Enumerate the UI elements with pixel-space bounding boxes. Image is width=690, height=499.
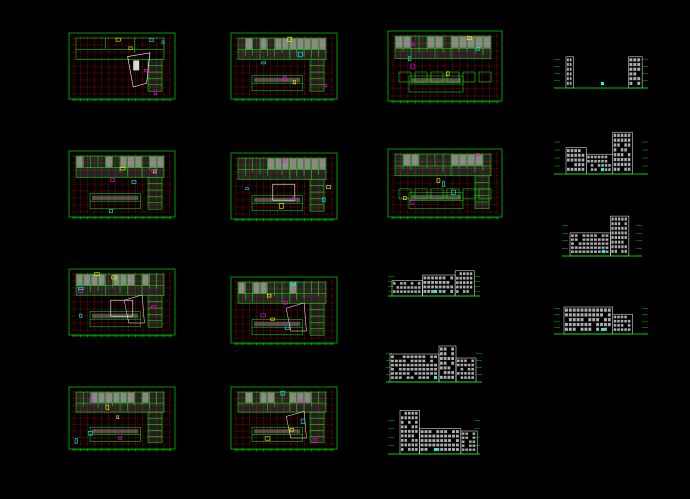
elevation-drawing [386, 345, 482, 383]
floor-plan-drawing [230, 386, 338, 452]
floor-plan-drawing [68, 150, 176, 220]
floor-plan-drawing [68, 32, 176, 102]
elevation-drawing [388, 270, 480, 297]
elevation-sheet[interactable] [560, 210, 644, 262]
floor-plan-drawing [68, 268, 176, 338]
floor-plan-sheet[interactable] [66, 30, 178, 106]
elevation-drawing [562, 215, 642, 257]
floor-plan-sheet[interactable] [66, 148, 178, 224]
floor-plan-sheet[interactable] [66, 266, 178, 342]
elevation-sheet[interactable] [386, 404, 482, 460]
elevation-drawing [554, 56, 648, 89]
elevation-sheet[interactable] [552, 126, 650, 180]
elevation-drawing [388, 410, 480, 455]
floor-plan-sheet[interactable] [228, 30, 340, 106]
floor-plan-sheet[interactable] [66, 384, 178, 456]
floor-plan-sheet[interactable] [385, 146, 505, 224]
elevation-drawing [554, 131, 648, 175]
floor-plan-sheet[interactable] [228, 150, 340, 226]
elevation-sheet[interactable] [552, 294, 650, 340]
elevation-drawing [554, 306, 648, 335]
floor-plan-sheet[interactable] [385, 28, 505, 108]
floor-plan-drawing [230, 32, 338, 102]
floor-plan-drawing [387, 148, 503, 220]
floor-plan-sheet[interactable] [228, 274, 340, 350]
elevation-sheet[interactable] [552, 44, 650, 94]
elevation-sheet[interactable] [386, 264, 482, 302]
floor-plan-drawing [387, 30, 503, 104]
floor-plan-sheet[interactable] [228, 384, 340, 456]
floor-plan-drawing [68, 386, 176, 452]
floor-plan-drawing [230, 152, 338, 222]
elevation-sheet[interactable] [384, 338, 484, 388]
floor-plan-drawing [230, 276, 338, 346]
